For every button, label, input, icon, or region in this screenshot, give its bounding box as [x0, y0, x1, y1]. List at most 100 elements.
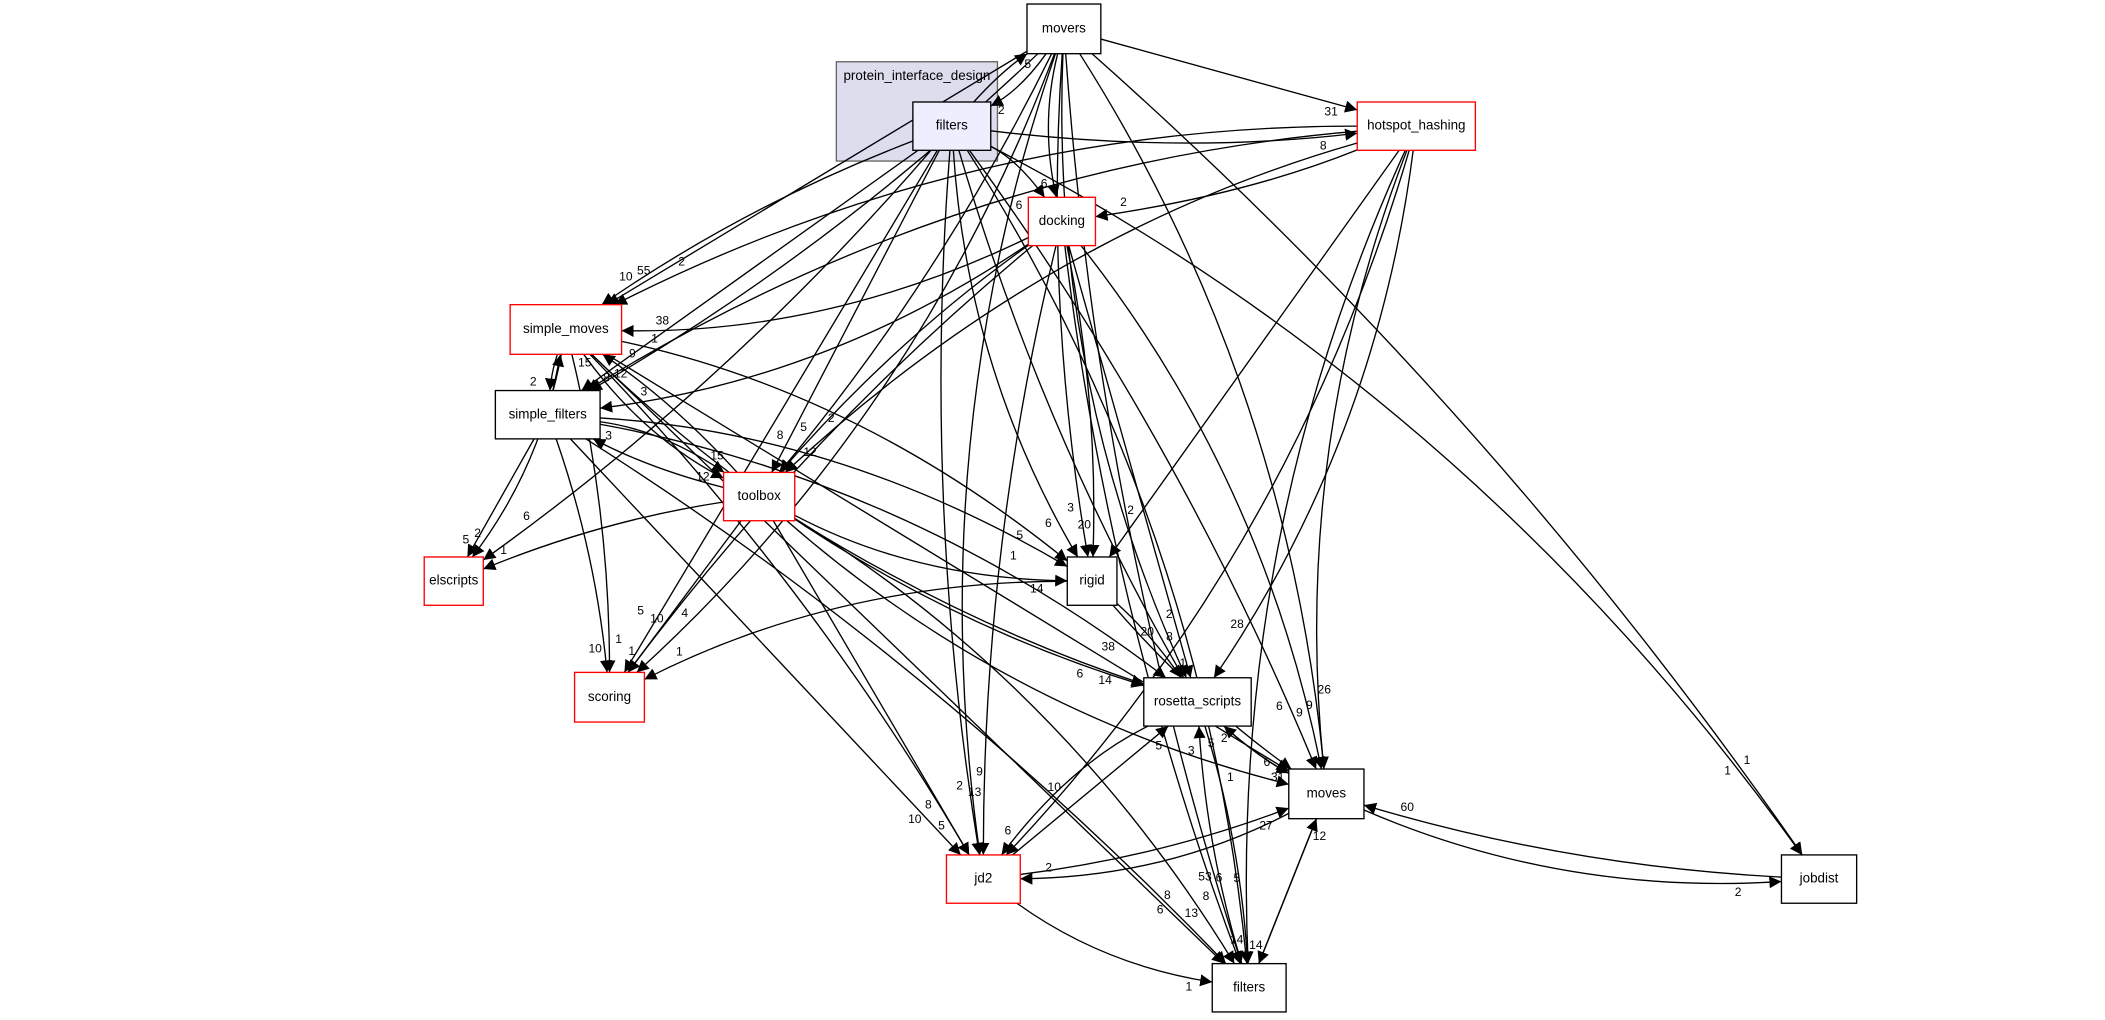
- edge-count-label: 14: [1098, 673, 1112, 687]
- node-moves[interactable]: moves: [1288, 768, 1365, 820]
- edge-movers-to-jobdist[interactable]: [1091, 53, 1803, 856]
- edge-docking-to-filters[interactable]: [1064, 245, 1242, 964]
- edge-movers-to-filters[interactable]: [1065, 53, 1244, 964]
- edge-pid_filters-to-toolbox[interactable]: [771, 150, 940, 473]
- edge-simple_moves-to-rosetta_scripts[interactable]: [591, 353, 1144, 688]
- cluster-label: protein_interface_design: [843, 68, 990, 83]
- edge-line: [1065, 53, 1244, 964]
- edge-toolbox-to-filters[interactable]: [794, 517, 1235, 964]
- edge-hotspot_hashing-to-moves[interactable]: [1315, 150, 1408, 770]
- edge-hotspot_hashing-to-simple_filters[interactable]: [586, 130, 1358, 392]
- edge-simple_filters-to-elscripts[interactable]: [466, 438, 535, 558]
- edge-line: [1020, 812, 1290, 885]
- node-label: movers: [1042, 20, 1086, 35]
- edge-simple_moves-to-filters[interactable]: [591, 353, 1225, 965]
- edge-pid_filters-to-movers[interactable]: [973, 53, 1028, 103]
- edge-simple_moves-to-elscripts[interactable]: [471, 354, 562, 558]
- edge-pid_filters-to-scoring[interactable]: [623, 149, 938, 673]
- edge-docking-to-jd2[interactable]: [977, 245, 1057, 855]
- edge-moves-to-jd2[interactable]: [1020, 812, 1290, 885]
- edge-movers-to-scoring[interactable]: [636, 53, 1056, 673]
- node-simple-filters[interactable]: simple_filters: [494, 389, 601, 440]
- edge-movers-to-toolbox[interactable]: [778, 53, 1053, 473]
- edge-docking-to-moves[interactable]: [1080, 245, 1325, 770]
- edge-simple_filters-to-rigid[interactable]: [600, 417, 1068, 568]
- edge-line: [589, 353, 970, 856]
- edge-moves-to-jobdist[interactable]: [1363, 809, 1782, 889]
- edge-pid_filters-to-jobdist[interactable]: [990, 145, 1803, 856]
- edge-hotspot_hashing-to-filters[interactable]: [1241, 150, 1406, 964]
- edge-simple_filters-to-rosetta_scripts[interactable]: [599, 423, 1167, 679]
- node-movers[interactable]: movers: [1026, 3, 1102, 55]
- edge-movers-to-pid_filters[interactable]: [990, 53, 1047, 107]
- edge-movers-to-moves[interactable]: [1079, 53, 1329, 770]
- edge-moves-to-rosetta_scripts[interactable]: [1223, 725, 1290, 774]
- edge-movers-to-rosetta_scripts[interactable]: [1061, 53, 1187, 679]
- edge-pid_filters-to-filters[interactable]: [966, 149, 1252, 964]
- edge-count-label: 6: [1016, 198, 1023, 212]
- edge-hotspot_hashing-to-docking[interactable]: [1095, 149, 1358, 221]
- node-pid-filters[interactable]: filters: [912, 101, 992, 151]
- edge-hotspot_hashing-to-simple_moves[interactable]: [614, 125, 1358, 306]
- edge-rosetta_scripts-to-filters[interactable]: [1204, 725, 1254, 964]
- edge-toolbox-to-rosetta_scripts[interactable]: [794, 518, 1144, 687]
- edge-jd2-to-moves[interactable]: [1020, 806, 1290, 876]
- edge-docking-to-simple_moves[interactable]: [621, 237, 1029, 337]
- node-jd2[interactable]: jd2: [945, 854, 1021, 904]
- node-docking[interactable]: docking: [1027, 196, 1097, 247]
- node-rosetta-scripts[interactable]: rosetta_scripts: [1143, 677, 1252, 727]
- edge-toolbox-to-rigid[interactable]: [794, 514, 1068, 587]
- edge-pid_filters-to-rigid[interactable]: [952, 150, 1079, 558]
- edge-docking-to-rigid[interactable]: [1066, 245, 1100, 557]
- node-toolbox[interactable]: toolbox: [722, 471, 796, 522]
- edge-pid_filters-to-simple_filters[interactable]: [581, 149, 919, 392]
- edge-hotspot_hashing-to-rosetta_scripts[interactable]: [1213, 150, 1414, 679]
- edge-movers-to-jd2[interactable]: [961, 53, 1057, 856]
- node-hotspot-hashing[interactable]: hotspot_hashing: [1356, 101, 1477, 151]
- edge-hotspot_hashing-to-toolbox[interactable]: [784, 142, 1358, 473]
- node-elscripts[interactable]: elscripts: [423, 556, 484, 606]
- edge-docking-to-toolbox[interactable]: [779, 244, 1029, 473]
- edge-pid_filters-to-simple_moves[interactable]: [601, 140, 914, 306]
- edge-count-label: 3: [605, 428, 612, 442]
- edge-simple_filters-to-scoring[interactable]: [555, 438, 612, 673]
- edge-hotspot_hashing-to-jd2[interactable]: [1005, 150, 1410, 856]
- node-filters[interactable]: filters: [1211, 962, 1287, 1013]
- node-scoring[interactable]: scoring: [573, 671, 646, 723]
- node-jobdist[interactable]: jobdist: [1780, 854, 1858, 904]
- edge-movers-to-simple_moves[interactable]: [606, 50, 1028, 306]
- edge-movers-to-hotspot_hashing[interactable]: [1100, 38, 1358, 113]
- edge-rigid-to-scoring[interactable]: [644, 580, 1068, 681]
- edge-simple_moves-to-toolbox[interactable]: [583, 353, 724, 479]
- edge-pid_filters-to-jd2[interactable]: [940, 150, 984, 856]
- edge-pid_filters-to-moves[interactable]: [968, 149, 1318, 770]
- edge-simple_filters-to-jd2[interactable]: [569, 438, 962, 856]
- edge-rosetta_scripts-to-jd2[interactable]: [1000, 725, 1149, 856]
- edge-count-label: 1: [676, 644, 683, 658]
- node-label: docking: [1039, 213, 1085, 228]
- edge-toolbox-to-simple_moves[interactable]: [602, 353, 738, 473]
- edge-jd2-to-rosetta_scripts[interactable]: [1012, 725, 1169, 856]
- edge-simple_filters-to-filters[interactable]: [585, 438, 1227, 965]
- edge-rosetta_scripts-to-moves[interactable]: [1223, 725, 1290, 774]
- edge-line: [977, 245, 1057, 855]
- edge-docking-to-rosetta_scripts[interactable]: [1068, 245, 1194, 678]
- edge-pid_filters-to-elscripts[interactable]: [482, 149, 932, 561]
- edge-jd2-to-filters[interactable]: [1016, 902, 1213, 987]
- edge-simple_moves-to-jd2[interactable]: [589, 353, 970, 856]
- node-rigid[interactable]: rigid: [1066, 556, 1118, 606]
- edge-toolbox-to-moves[interactable]: [786, 520, 1289, 788]
- edge-movers-to-docking[interactable]: [1047, 53, 1060, 198]
- edge-simple_moves-to-rigid[interactable]: [621, 340, 1068, 562]
- edge-jobdist-to-moves[interactable]: [1363, 802, 1782, 878]
- edge-docking-to-scoring[interactable]: [627, 245, 1034, 673]
- edge-filters-to-rosetta_scripts[interactable]: [1193, 726, 1243, 964]
- edge-line: [1223, 725, 1290, 774]
- edge-hotspot_hashing-to-rigid[interactable]: [1108, 149, 1400, 558]
- node-simple-moves[interactable]: simple_moves: [509, 303, 623, 355]
- edge-movers-to-rigid[interactable]: [1056, 53, 1092, 558]
- edge-simple_filters-to-toolbox[interactable]: [599, 421, 725, 473]
- edge-pid_filters-to-rosetta_scripts[interactable]: [958, 150, 1185, 679]
- edge-pid_filters-to-hotspot_hashing[interactable]: [990, 128, 1358, 144]
- edge-moves-to-filters[interactable]: [1257, 818, 1318, 964]
